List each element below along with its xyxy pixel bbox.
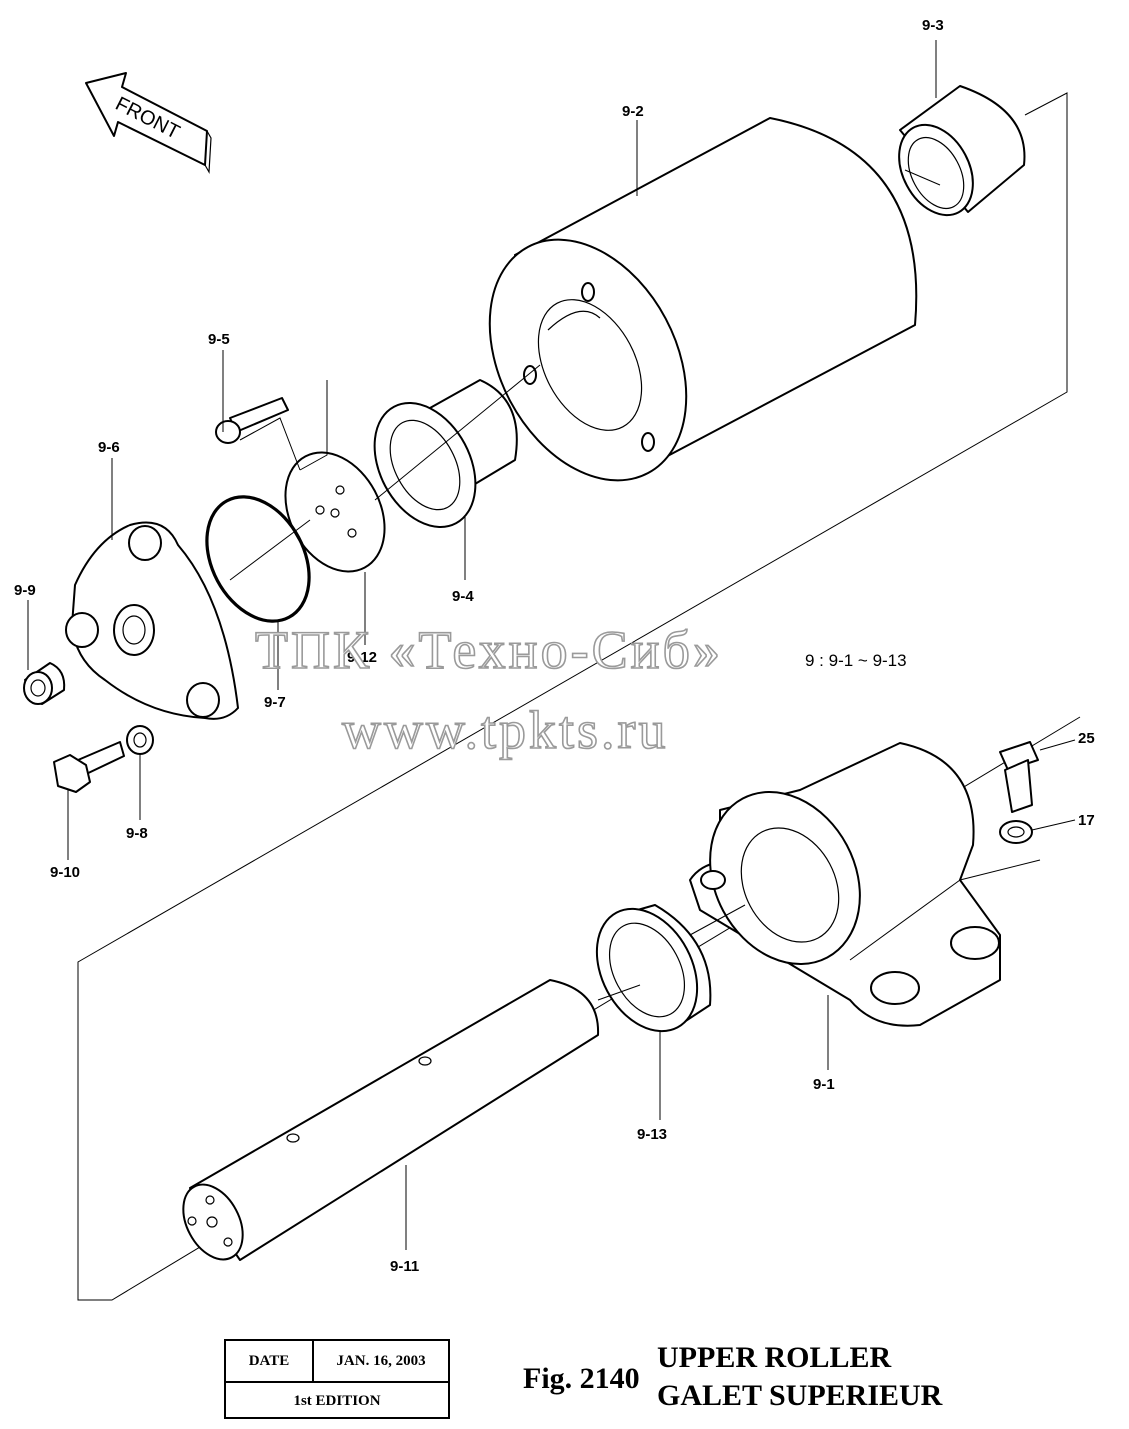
callout-25: 25 — [1078, 730, 1095, 747]
callout-9-8: 9-8 — [126, 825, 148, 842]
seal-9-13 — [595, 904, 712, 1033]
figure-title-en: UPPER ROLLER — [657, 1341, 892, 1374]
bolt-25 — [999, 741, 1039, 813]
callout-9-13: 9-13 — [637, 1126, 667, 1143]
figure-title-fr: GALET SUPERIEUR — [657, 1379, 943, 1412]
bracket-9-1 — [689, 742, 1001, 1027]
watermark: ТПК «Техно-Сиб» www.tpkts.ru — [254, 619, 723, 761]
assembly-bracket-lines — [77, 92, 1081, 1301]
washer-17 — [999, 820, 1033, 844]
roller-shell-9-2 — [488, 117, 918, 482]
callout-9-2: 9-2 — [622, 103, 644, 120]
watermark-line-1: ТПК «Техно-Сиб» — [255, 620, 723, 680]
plug-9-9 — [23, 662, 66, 705]
callout-labels: 9-3 9-2 9-5 9-6 9-4 9-9 9-12 9-7 9-8 9-1… — [14, 17, 1095, 1275]
callout-17: 17 — [1078, 812, 1095, 829]
callout-9-12: 9-12 — [347, 649, 377, 666]
bolt-9-10 — [53, 741, 125, 793]
title-block: DATE JAN. 16, 2003 1st EDITION — [224, 1339, 450, 1419]
o-ring-9-7 — [205, 495, 311, 623]
front-arrow-icon: FRONT — [85, 72, 212, 175]
watermark-line-2: www.tpkts.ru — [342, 700, 669, 760]
date-value: JAN. 16, 2003 — [336, 1352, 426, 1369]
callout-9-1: 9-1 — [813, 1076, 835, 1093]
leader-lines — [27, 40, 1076, 1250]
callout-9-10: 9-10 — [50, 864, 80, 881]
callout-9-6: 9-6 — [98, 439, 120, 456]
figure-number: Fig. 2140 — [523, 1362, 640, 1395]
bushing-9-3 — [898, 85, 1026, 217]
edition-label: 1st EDITION — [293, 1392, 381, 1409]
callout-9-5: 9-5 — [208, 331, 230, 348]
callout-9-11: 9-11 — [390, 1258, 419, 1275]
callout-9-9: 9-9 — [14, 582, 36, 599]
callout-9-3: 9-3 — [922, 17, 944, 34]
assembly-note: 9 : 9-1 ~ 9-13 — [805, 651, 907, 670]
cover-9-6 — [65, 521, 239, 720]
shaft-9-11 — [182, 979, 600, 1261]
bolt-9-5 — [215, 397, 289, 444]
title-block-date-row: DATE JAN. 16, 2003 — [226, 1341, 448, 1383]
washer-9-8 — [126, 725, 154, 755]
collar-9-4 — [373, 379, 518, 528]
callout-9-4: 9-4 — [452, 588, 474, 605]
date-label: DATE — [226, 1341, 314, 1381]
callout-9-7: 9-7 — [264, 694, 286, 711]
